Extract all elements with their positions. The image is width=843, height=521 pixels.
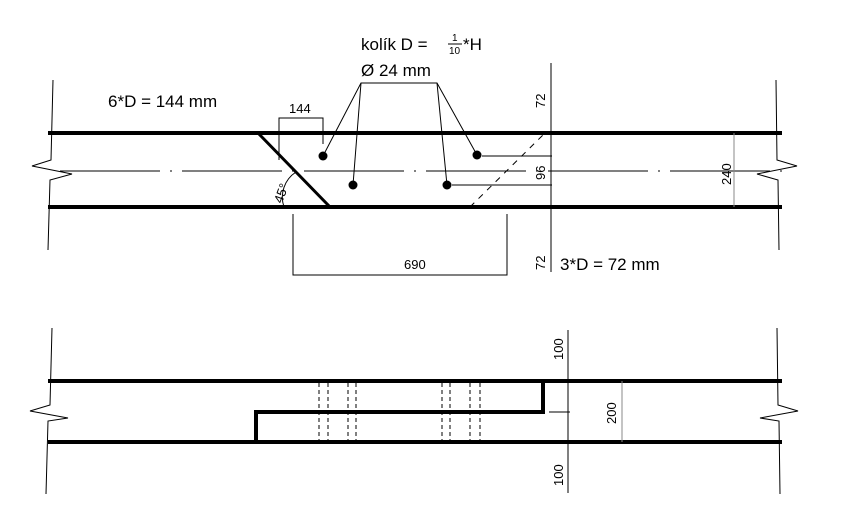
dim-96: 96 [533, 166, 548, 180]
leader-line [436, 82, 448, 186]
top-view: 45° 72 96 72 240 144 690 kolík D = 1 [31, 33, 798, 276]
dowel-title-suffix: *H [463, 35, 482, 54]
dowel-title: kolík D = [361, 35, 428, 54]
break-line-right [759, 327, 799, 495]
fraction-numerator: 1 [452, 33, 458, 44]
dim-72-top: 72 [533, 94, 548, 108]
break-line-left [29, 327, 69, 495]
dim-100-bottom: 100 [551, 464, 566, 486]
side-view: 100 100 200 [29, 327, 799, 495]
edge-distance-label: 3*D = 72 mm [560, 255, 660, 274]
dim-100-top: 100 [551, 338, 566, 360]
break-line-left [31, 79, 73, 251]
leader-line [322, 82, 478, 157]
dim-200: 200 [604, 402, 619, 424]
end-distance-label: 6*D = 144 mm [108, 92, 217, 111]
fraction-denominator: 10 [449, 46, 461, 57]
break-line-right [756, 79, 798, 251]
dim-144-bracket [278, 117, 324, 160]
dowel-diameter: Ø 24 mm [361, 61, 431, 80]
leader-line [352, 82, 362, 186]
dim-240: 240 [719, 163, 734, 185]
dim-72-bottom: 72 [533, 256, 548, 270]
dim-690-bracket [292, 214, 508, 276]
dim-690: 690 [404, 257, 426, 272]
angle-arc [281, 171, 297, 208]
dowels [318, 150, 482, 190]
hidden-cut-line [469, 132, 546, 208]
scarf-step-line [254, 381, 545, 442]
dim-144: 144 [289, 101, 311, 116]
scarf-cut-line [256, 131, 332, 209]
hidden-dowel-holes [318, 383, 481, 440]
angle-label: 45° [271, 181, 292, 205]
